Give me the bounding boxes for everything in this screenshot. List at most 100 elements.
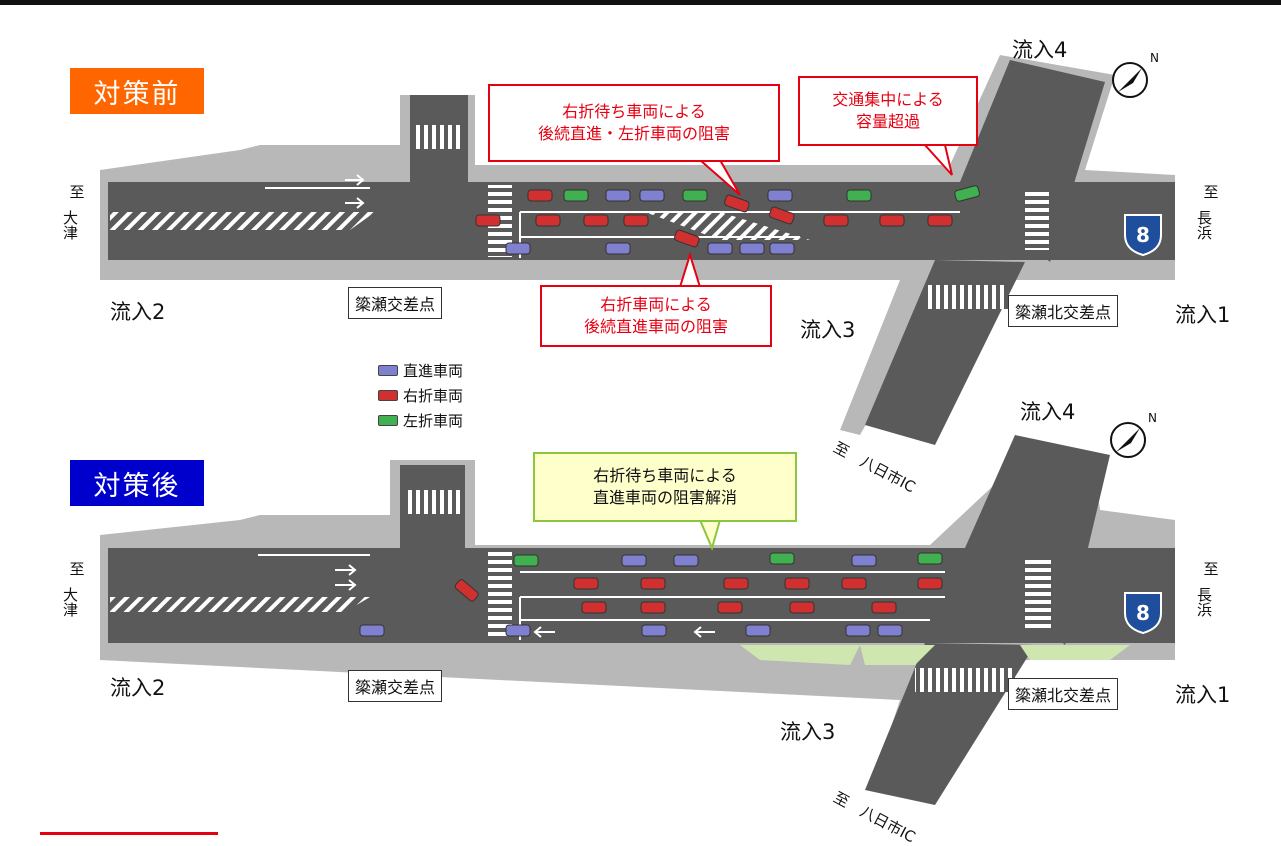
before-inflow1: 流入1 [1175, 303, 1231, 327]
legend: 直進車両 右折車両 左折車両 [378, 358, 463, 433]
car-right [769, 206, 795, 225]
after-west-direction: 至 大津 [61, 560, 92, 618]
west-to: 至 [69, 183, 85, 201]
car-straight [639, 189, 665, 202]
after-east-direction: 至 長浜 [1195, 560, 1226, 618]
before-callout-1: 右折待ち車両による後続直進・左折車両の阻害 [488, 84, 780, 162]
car-right [841, 577, 867, 590]
legend-right: 右折車両 [403, 387, 464, 405]
car-straight [605, 242, 631, 255]
car-right [640, 601, 666, 614]
right-turn-car-icon [378, 390, 398, 401]
before-roads [100, 55, 1175, 445]
before-route8-sign: 8 [1124, 214, 1162, 257]
after-crosswalk-e [1025, 560, 1051, 630]
car-left [682, 189, 708, 202]
after-badge: 対策後 [70, 460, 204, 506]
car-straight [505, 624, 531, 637]
west-name: 大津 [61, 587, 79, 617]
after-green-island-1 [740, 645, 860, 665]
car-straight [621, 554, 647, 567]
before-intersection-east: 簗瀬北交差点 [1008, 295, 1119, 327]
before-cars [475, 185, 980, 255]
car-right [674, 229, 700, 248]
east-name: 長浜 [1195, 210, 1213, 240]
before-inflow4: 流入4 [1012, 38, 1068, 62]
car-right [640, 577, 666, 590]
car-right [454, 579, 479, 602]
west-name: 大津 [61, 210, 79, 240]
after-green-island-3 [1020, 645, 1130, 660]
car-straight [505, 242, 531, 255]
after-green-island-2 [860, 645, 935, 665]
car-straight [605, 189, 631, 202]
after-roads [100, 435, 1175, 805]
car-right [535, 214, 561, 227]
east-to: 至 [1203, 560, 1219, 578]
before-crosswalk-e [1025, 190, 1049, 250]
route8-number: 8 [1136, 223, 1150, 247]
car-straight [673, 554, 699, 567]
car-straight [877, 624, 903, 637]
after-intersection-east: 簗瀬北交差点 [1008, 678, 1119, 710]
svg-text:N: N [1150, 51, 1159, 65]
after-inflow1: 流入1 [1175, 683, 1231, 707]
before-inflow3: 流入3 [800, 318, 856, 342]
after-cars [359, 552, 943, 637]
car-right [917, 577, 943, 590]
before-crosswalk-s [928, 285, 1008, 309]
after-route8-sign: 8 [1124, 592, 1162, 635]
before-ne-road [960, 60, 1105, 262]
car-left [954, 185, 980, 202]
before-compass-icon: N [1112, 51, 1159, 98]
after-hatch-median [110, 597, 370, 612]
car-straight [769, 242, 795, 255]
after-crosswalk-n [408, 490, 460, 514]
before-hatch-median [110, 212, 375, 230]
car-right [717, 601, 743, 614]
car-straight [851, 554, 877, 567]
before-callout-2: 交通集中による容量超過 [798, 76, 978, 146]
car-right [581, 601, 607, 614]
car-straight [767, 189, 793, 202]
after-inflow4: 流入4 [1020, 400, 1076, 424]
car-right [583, 214, 609, 227]
svg-text:N: N [1148, 411, 1157, 425]
car-right [879, 214, 905, 227]
before-intersection-west: 簗瀬交差点 [348, 287, 443, 319]
straight-car-icon [378, 365, 398, 376]
after-callout: 右折待ち車両による直進車両の阻害解消 [533, 452, 797, 522]
car-left [513, 554, 539, 567]
after-crosswalk-s [915, 668, 1015, 692]
car-straight [359, 624, 385, 637]
car-left [769, 552, 795, 565]
east-name: 長浜 [1195, 587, 1213, 617]
after-compass-icon: N [1110, 411, 1157, 458]
after-inflow3: 流入3 [780, 720, 836, 744]
car-right [784, 577, 810, 590]
left-turn-car-icon [378, 415, 398, 426]
car-right [723, 577, 749, 590]
car-right [789, 601, 815, 614]
car-right [927, 214, 953, 227]
before-crosswalk-n [415, 125, 463, 149]
car-right [573, 577, 599, 590]
car-right [823, 214, 849, 227]
car-straight [739, 242, 765, 255]
before-east-direction: 至 長浜 [1195, 185, 1226, 241]
legend-straight: 直進車両 [403, 362, 464, 380]
before-inflow2: 流入2 [110, 300, 166, 324]
car-right [527, 189, 553, 202]
car-straight [745, 624, 771, 637]
route8-number: 8 [1136, 601, 1150, 625]
after-inflow2: 流入2 [110, 676, 166, 700]
west-to: 至 [69, 560, 85, 578]
legend-left: 左折車両 [403, 412, 464, 430]
before-hatch-center [645, 212, 810, 240]
car-right [724, 194, 750, 213]
car-left [917, 552, 943, 565]
car-straight [707, 242, 733, 255]
top-border [0, 0, 1281, 5]
before-badge: 対策前 [70, 68, 204, 114]
car-right [871, 601, 897, 614]
